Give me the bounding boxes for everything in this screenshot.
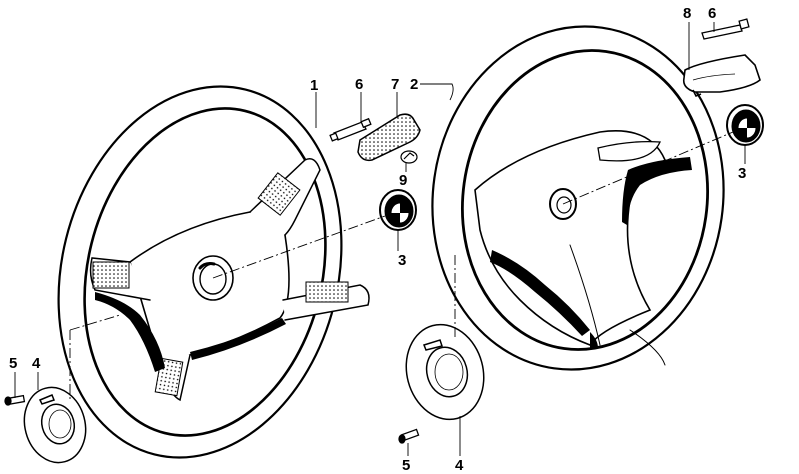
callout-4-left: 4 <box>32 355 41 372</box>
callout-1: 1 <box>310 77 319 94</box>
callout-6-right: 6 <box>708 5 717 22</box>
callout-4-right: 4 <box>455 457 464 474</box>
callout-9: 9 <box>399 172 408 189</box>
bmw-emblem-part-3-right[interactable] <box>726 104 764 146</box>
horn-pad-part-7[interactable] <box>357 113 421 162</box>
clip-part-9[interactable] <box>400 150 418 164</box>
horn-cover-part-8[interactable] <box>682 54 761 98</box>
callout-3-right: 3 <box>738 165 747 182</box>
callout-6-center: 6 <box>355 76 364 93</box>
contact-ring-part-4-left[interactable] <box>16 381 94 470</box>
clip-part-6-right[interactable] <box>701 18 750 40</box>
callout-2: 2 <box>410 76 419 93</box>
callout-5-right: 5 <box>402 457 411 474</box>
callout-7: 7 <box>391 76 400 93</box>
contact-ring-part-4-right[interactable] <box>396 316 494 428</box>
callout-8: 8 <box>683 5 692 22</box>
callout-5-left: 5 <box>9 355 18 372</box>
leader-lines <box>14 22 746 456</box>
screw-part-5-right[interactable] <box>398 428 420 444</box>
callout-3-center: 3 <box>398 252 407 269</box>
bmw-emblem-part-3-center[interactable] <box>379 189 417 231</box>
clip-part-6-center[interactable] <box>329 117 372 142</box>
screw-part-5-left[interactable] <box>4 394 26 406</box>
